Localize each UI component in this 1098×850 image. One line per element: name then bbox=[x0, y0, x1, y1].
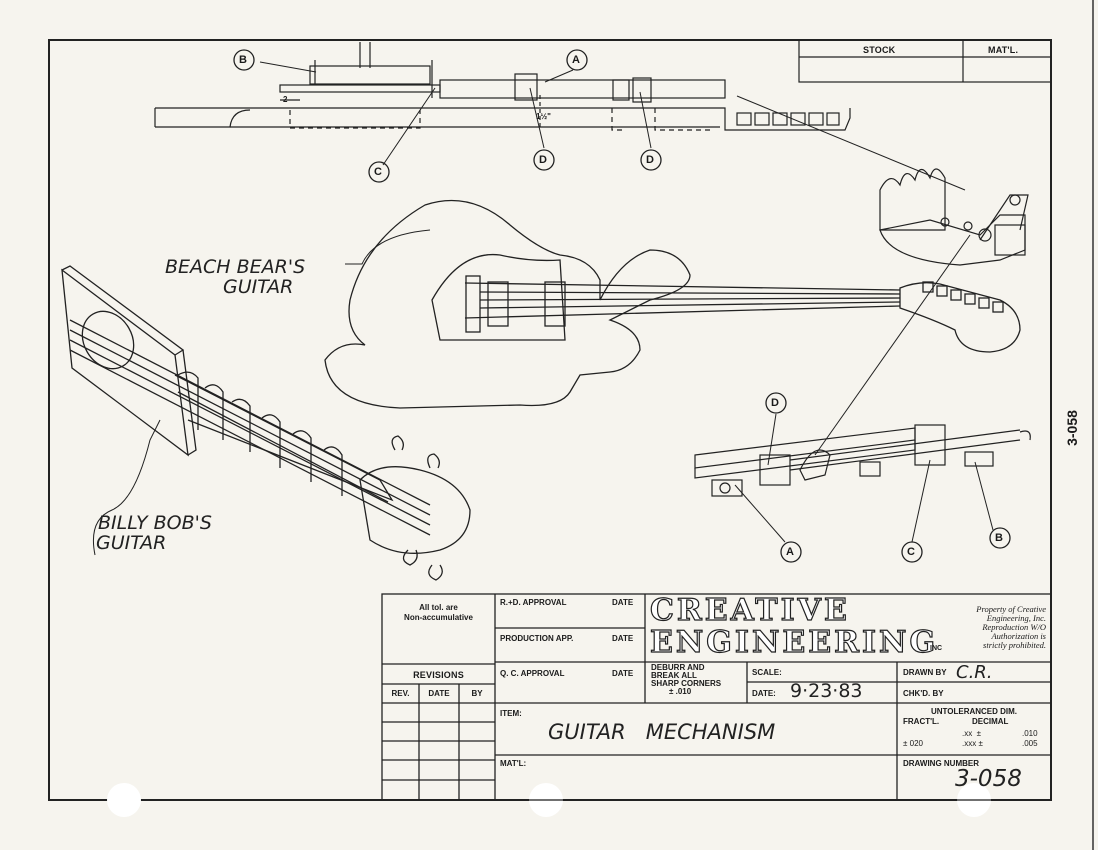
drawn-by-label: DRAWN BY bbox=[903, 668, 947, 677]
callout-d-circle-top-1 bbox=[533, 149, 555, 171]
company-logo-line2: ENGINEERING bbox=[649, 624, 939, 660]
callout-a-top: A bbox=[572, 54, 581, 66]
callout-c-circle-top bbox=[368, 161, 390, 183]
decimal-label: DECIMAL bbox=[972, 717, 1009, 726]
punch-hole-left bbox=[107, 783, 141, 817]
dim-two: 2 bbox=[283, 95, 288, 104]
rd-approval-label: R.+D. APPROVAL bbox=[500, 598, 567, 607]
callout-b-top: B bbox=[239, 54, 248, 66]
callout-a-circle-top bbox=[566, 49, 588, 71]
company-logo-line1: CREATIVE bbox=[649, 592, 850, 628]
tolerance-note-1: All tol. are bbox=[419, 603, 458, 612]
iso-leaders bbox=[734, 234, 994, 543]
scale-label: SCALE: bbox=[752, 668, 782, 677]
deburr-line-1: DEBURR AND bbox=[651, 663, 705, 672]
billy-bob-label-2: GUITAR bbox=[96, 532, 167, 554]
property-line-4: Authorization is bbox=[991, 631, 1046, 641]
untoleranced-header: UNTOLERANCED DIM. bbox=[930, 707, 1018, 716]
property-line-1: Property of Creative bbox=[976, 604, 1046, 614]
title-block-grid bbox=[381, 593, 1052, 801]
callout-c-iso: C bbox=[907, 546, 916, 558]
property-line-2: Engineering, Inc. bbox=[986, 613, 1046, 623]
fract-value: ± 020 bbox=[903, 739, 923, 748]
matl-label-top: MAT'L. bbox=[988, 45, 1019, 55]
tolerance-note-2: Non-accumulative bbox=[404, 613, 473, 622]
production-date-label: DATE bbox=[612, 634, 634, 643]
property-notice: Property of Creative Engineering, Inc. R… bbox=[948, 605, 1046, 650]
dim-one-half: 1½" bbox=[536, 112, 551, 121]
drawn-by-value: C.R. bbox=[956, 662, 993, 683]
iso-mechanism bbox=[694, 424, 1031, 497]
xxx-value: .005 bbox=[1022, 739, 1038, 748]
drawing-number-value: 3-058 bbox=[955, 766, 1022, 792]
property-line-5: strictly prohibited. bbox=[983, 640, 1046, 650]
callout-a-circle-iso bbox=[780, 541, 802, 563]
chkd-by-label: CHK'D. BY bbox=[903, 689, 944, 698]
beach-bear-leader bbox=[345, 229, 431, 265]
billy-bob-label-1: BILLY BOB'S bbox=[98, 512, 212, 534]
xx-value: .010 bbox=[1022, 729, 1038, 738]
item-label: ITEM: bbox=[500, 709, 522, 718]
stock-box-lines bbox=[798, 39, 1052, 83]
deburr-line-3: SHARP CORNERS bbox=[651, 679, 722, 688]
fract-label: FRACT'L. bbox=[903, 717, 940, 726]
stock-label: STOCK bbox=[863, 45, 896, 55]
property-line-3: Reproduction W/O bbox=[982, 622, 1046, 632]
revisions-header: REVISIONS bbox=[413, 670, 464, 680]
matl-label: MAT'L: bbox=[500, 759, 527, 768]
billy-bob-leader bbox=[92, 419, 161, 556]
callout-c-top: C bbox=[374, 166, 383, 178]
callout-d-top-2: D bbox=[646, 154, 655, 166]
date-field-label: DATE: bbox=[752, 689, 776, 698]
by-col: BY bbox=[471, 689, 483, 698]
rev-col: REV. bbox=[391, 689, 410, 698]
rd-date-label: DATE bbox=[612, 598, 634, 607]
item-value: GUITAR MECHANISM bbox=[548, 720, 776, 744]
qc-date-label: DATE bbox=[612, 669, 634, 678]
tooth-mechanism-inset bbox=[879, 168, 1029, 266]
beach-bear-label-2: GUITAR bbox=[223, 276, 294, 298]
drawing-border bbox=[48, 39, 1052, 801]
callout-a-iso: A bbox=[786, 546, 795, 558]
qc-approval-label: Q. C. APPROVAL bbox=[500, 669, 565, 678]
company-inc: INC bbox=[930, 645, 943, 652]
date-value: 9·23·83 bbox=[790, 680, 863, 702]
beach-bear-guitar bbox=[324, 199, 1021, 409]
callout-d-iso: D bbox=[771, 397, 780, 409]
date-col: DATE bbox=[428, 689, 450, 698]
callout-d-top-1: D bbox=[539, 154, 548, 166]
deburr-note: DEBURR AND BREAK ALL SHARP CORNERS ± .01… bbox=[651, 664, 721, 696]
top-view-leaders bbox=[259, 61, 966, 191]
xxx-label: .xxx ± bbox=[962, 739, 983, 748]
callout-b-iso: B bbox=[995, 532, 1004, 544]
billy-bob-guitar bbox=[61, 265, 471, 581]
deburr-line-2: BREAK ALL bbox=[651, 671, 697, 680]
production-app-label: PRODUCTION APP. bbox=[500, 634, 574, 643]
top-elevation-view bbox=[154, 42, 851, 131]
callout-b-circle-iso bbox=[989, 527, 1011, 549]
xx-label: .xx ± bbox=[962, 729, 982, 738]
beach-bear-label-1: BEACH BEAR'S bbox=[165, 256, 306, 278]
drawing-number-label: DRAWING NUMBER bbox=[903, 759, 979, 768]
deburr-line-4: ± .010 bbox=[669, 687, 692, 696]
side-drawing-number: 3-058 bbox=[1064, 410, 1080, 446]
callout-b-circle-top bbox=[233, 49, 255, 71]
callout-d-circle-top-2 bbox=[640, 149, 662, 171]
callout-d-circle-iso bbox=[765, 392, 787, 414]
